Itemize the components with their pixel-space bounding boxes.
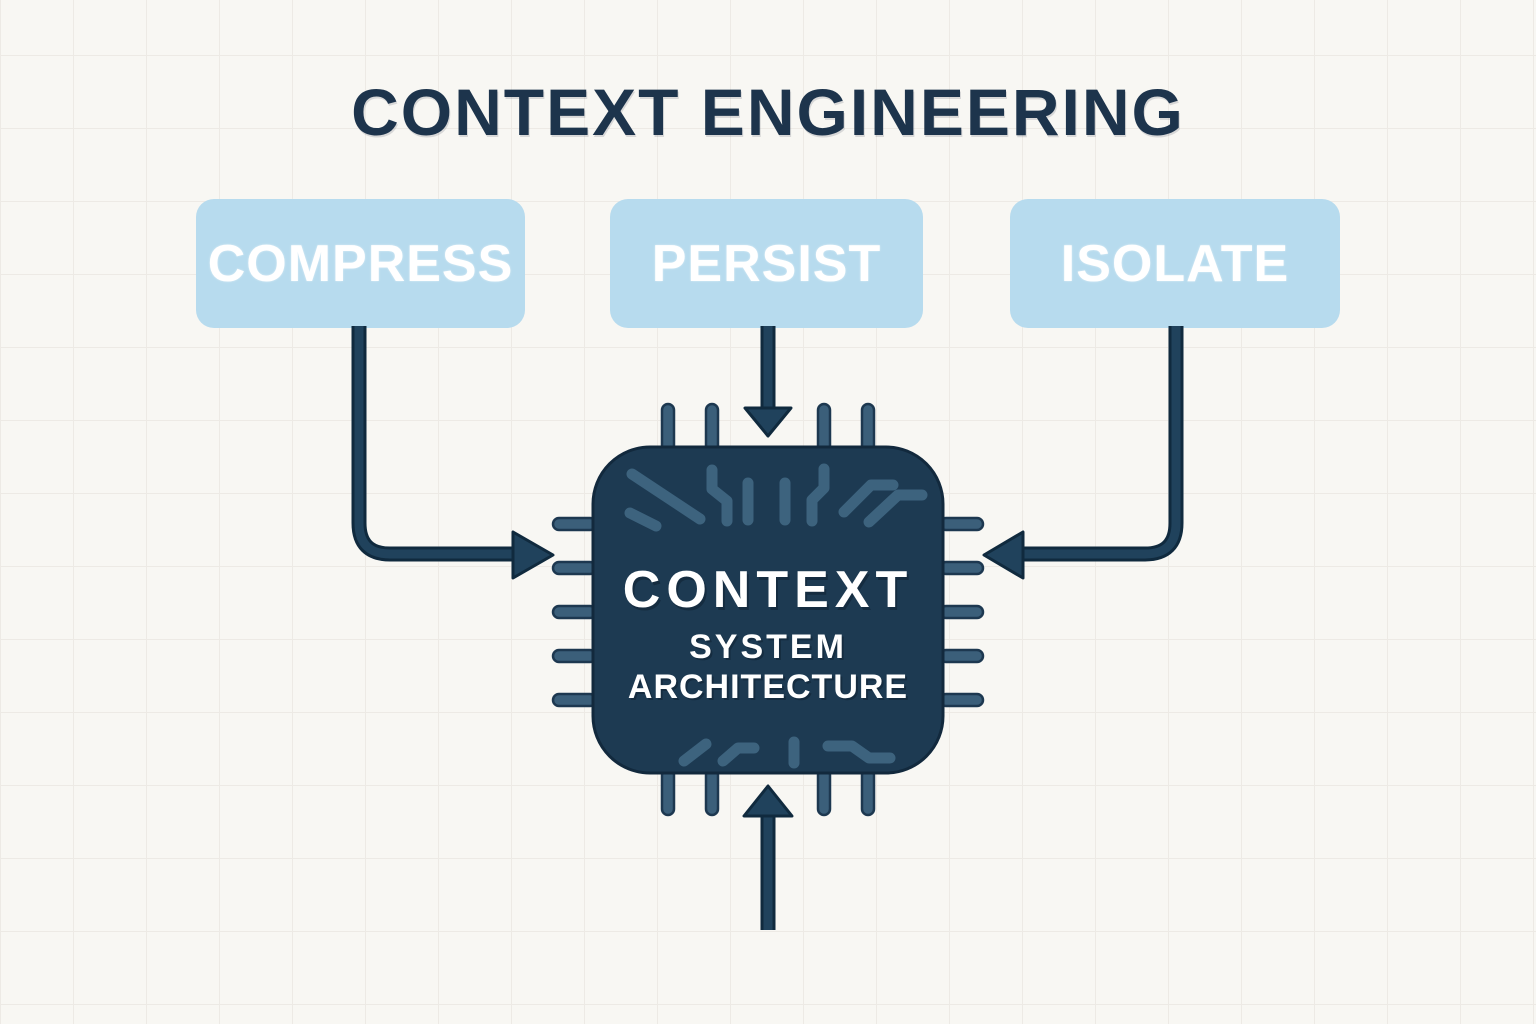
right-arrow-icon (511, 530, 555, 580)
compress-to-chip-arrow (351, 326, 555, 580)
microchip-icon (551, 402, 985, 817)
box-isolate-label: ISOLATE (1060, 234, 1290, 293)
box-compress-label: COMPRESS (207, 234, 514, 293)
chip-circuit-traces (624, 463, 928, 769)
up-arrow-icon (742, 784, 794, 818)
diagram-title: CONTEXT ENGINEERING (351, 75, 1185, 149)
left-arrow-icon (982, 530, 1025, 580)
box-persist: PERSIST (610, 199, 923, 328)
down-arrow-icon (743, 406, 793, 438)
bottom-to-chip-arrow (742, 784, 794, 930)
box-isolate: ISOLATE (1010, 199, 1340, 328)
box-compress: COMPRESS (196, 199, 525, 328)
chip-body (591, 445, 945, 775)
persist-to-chip-arrow (743, 326, 793, 438)
isolate-to-chip-arrow (982, 326, 1184, 580)
box-persist-label: PERSIST (651, 234, 882, 293)
